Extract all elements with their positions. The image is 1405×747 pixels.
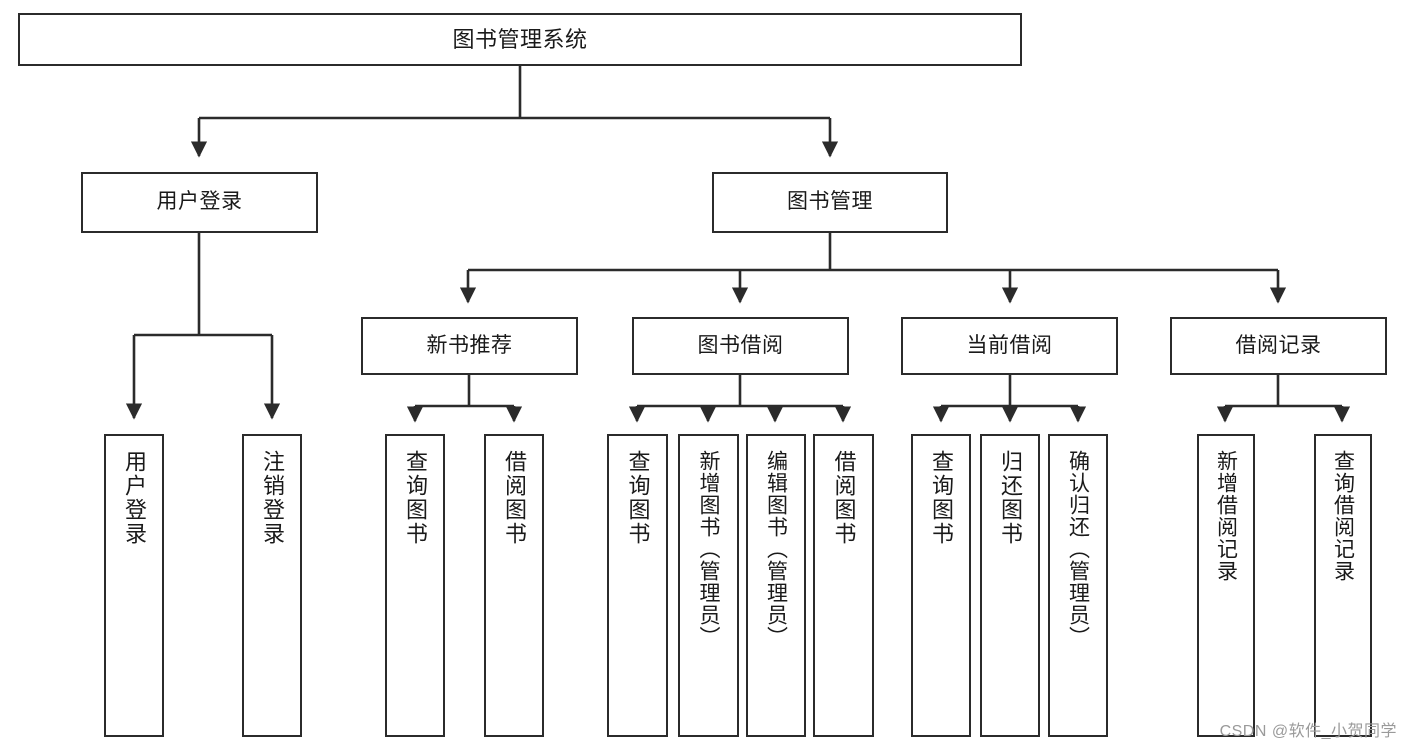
node-label: 查询图书 bbox=[625, 450, 651, 546]
node-label: 新增借阅记录 bbox=[1214, 450, 1238, 582]
leaf-new-book-query[interactable]: 查询图书 bbox=[385, 434, 445, 737]
node-user-login[interactable]: 用户登录 bbox=[81, 172, 318, 233]
node-book-management[interactable]: 图书管理 bbox=[712, 172, 948, 233]
node-label: 查询图书 bbox=[929, 450, 954, 546]
node-current-borrow[interactable]: 当前借阅 bbox=[901, 317, 1118, 375]
node-label: 图书管理 bbox=[787, 190, 873, 214]
node-label: 图书借阅 bbox=[697, 333, 784, 357]
node-label: 新书推荐 bbox=[426, 333, 513, 357]
node-label: 确认归还（管理员） bbox=[1066, 450, 1090, 648]
node-label: 借阅图书 bbox=[831, 450, 857, 546]
node-label: 当前借阅 bbox=[966, 333, 1053, 357]
leaf-user-login-logout[interactable]: 注销登录 bbox=[242, 434, 302, 737]
leaf-book-borrow-add[interactable]: 新增图书（管理员） bbox=[678, 434, 739, 737]
node-label: 图书管理系统 bbox=[452, 26, 588, 52]
leaf-current-borrow-query[interactable]: 查询图书 bbox=[911, 434, 971, 737]
node-label: 查询借阅记录 bbox=[1331, 450, 1355, 582]
leaf-borrow-record-query[interactable]: 查询借阅记录 bbox=[1314, 434, 1372, 737]
node-label: 借阅记录 bbox=[1235, 333, 1322, 357]
node-label: 借阅图书 bbox=[502, 450, 527, 546]
leaf-book-borrow-query[interactable]: 查询图书 bbox=[607, 434, 668, 737]
node-new-book-recommend[interactable]: 新书推荐 bbox=[361, 317, 578, 375]
leaf-current-borrow-return[interactable]: 归还图书 bbox=[980, 434, 1040, 737]
node-label: 注销登录 bbox=[260, 450, 285, 546]
node-label: 用户登录 bbox=[156, 190, 243, 214]
leaf-book-borrow-borrow[interactable]: 借阅图书 bbox=[813, 434, 874, 737]
node-label: 新增图书（管理员） bbox=[697, 450, 720, 648]
leaf-new-book-borrow[interactable]: 借阅图书 bbox=[484, 434, 544, 737]
leaf-current-borrow-confirm-return[interactable]: 确认归还（管理员） bbox=[1048, 434, 1108, 737]
node-label: 用户登录 bbox=[122, 450, 147, 546]
leaf-user-login-login[interactable]: 用户登录 bbox=[104, 434, 164, 737]
node-label: 查询图书 bbox=[403, 450, 428, 546]
node-book-borrow[interactable]: 图书借阅 bbox=[632, 317, 849, 375]
node-root-system[interactable]: 图书管理系统 bbox=[18, 13, 1022, 66]
leaf-borrow-record-add[interactable]: 新增借阅记录 bbox=[1197, 434, 1255, 737]
node-borrow-record[interactable]: 借阅记录 bbox=[1170, 317, 1387, 375]
node-label: 编辑图书（管理员） bbox=[764, 450, 788, 648]
leaf-book-borrow-edit[interactable]: 编辑图书（管理员） bbox=[746, 434, 806, 737]
node-label: 归还图书 bbox=[998, 450, 1023, 546]
csdn-watermark: CSDN @软件_小贺同学 bbox=[1219, 723, 1397, 740]
